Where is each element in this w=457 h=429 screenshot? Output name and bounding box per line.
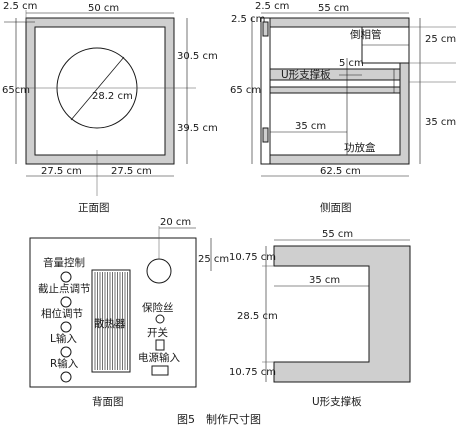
front-upper-label: 30.5 cm — [177, 51, 218, 62]
u-brace-side-label: U形支撑板 — [281, 68, 331, 81]
u-top-arm-label: 10.75 cm — [229, 252, 276, 263]
power-switch[interactable] — [155, 339, 165, 351]
front-width-label: 50 cm — [88, 3, 119, 14]
side-depth-label: 62.5 cm — [320, 166, 361, 177]
side-wall-left-label: 2.5 cm — [231, 14, 265, 25]
front-right-half-label: 27.5 cm — [111, 166, 152, 177]
front-wall-label: 2.5 cm — [3, 1, 37, 12]
front-left-half-label: 27.5 cm — [41, 166, 82, 177]
fuse-label: 保险丝 — [142, 301, 174, 314]
power-input-socket[interactable] — [151, 365, 169, 376]
u-brace-view: 55 cm 35 cm 10.75 cm 28.5 cm 10.75 cm U形… — [229, 229, 411, 408]
front-view-title: 正面图 — [78, 202, 110, 214]
phase-label: 相位调节 — [41, 307, 83, 320]
bass-tube-label: 倒相管 — [350, 28, 382, 41]
back-view: 20 cm 25 cm 音量控制 截止点调节 相位调节 L输入 R输入 散热器 … — [29, 217, 229, 408]
port-hole — [146, 258, 172, 284]
r-input-jack[interactable] — [60, 371, 72, 383]
l-input-jack[interactable] — [60, 346, 72, 358]
side-baffle-slot-top — [262, 21, 269, 37]
cutoff-label: 截止点调节 — [38, 282, 91, 295]
side-inner-label: 35 cm — [295, 121, 326, 132]
hole-height-label: 25 cm — [198, 254, 229, 265]
r-input-label: R输入 — [50, 357, 79, 370]
u-brace-top-arm — [269, 68, 401, 81]
u-bottom-arm-label: 10.75 cm — [229, 367, 276, 378]
front-lower-label: 39.5 cm — [177, 123, 218, 134]
switch-label: 开关 — [147, 326, 168, 339]
u-brace-shape — [273, 245, 411, 383]
gap-label: 5 cm — [339, 58, 364, 69]
front-view: 28.2 cm 50 cm 2.5 cm 65cm 30.5 cm 39.5 c… — [2, 1, 218, 214]
amp-height-label: 35 cm — [425, 117, 456, 128]
l-input-label: L输入 — [50, 332, 77, 345]
fuse-holder[interactable] — [155, 314, 165, 324]
tube-height-label: 25 cm — [425, 34, 456, 45]
phase-knob[interactable] — [60, 321, 72, 333]
diameter-line — [70, 56, 125, 121]
hole-offset-label: 20 cm — [160, 217, 191, 228]
volume-knob[interactable] — [60, 271, 72, 283]
side-baffle-slot-bottom — [262, 127, 269, 143]
u-width-label: 55 cm — [322, 229, 353, 240]
side-view: 倒相管 U形支撑板 5 cm 35 cm 功放盒 2.5 cm 55 cm 2.… — [230, 1, 456, 214]
side-view-title: 侧面图 — [320, 201, 352, 214]
front-height-label: 65cm — [2, 85, 30, 96]
front-diameter-label: 28.2 cm — [92, 91, 133, 102]
amp-box-label: 功放盒 — [344, 141, 376, 154]
power-input-label: 电源输入 — [138, 351, 180, 364]
u-brace-view-title: U形支撑板 — [312, 395, 362, 408]
side-top-width-label: 55 cm — [318, 3, 349, 14]
figure-caption: 图5 制作尺寸图 — [177, 412, 261, 426]
heatsink-label: 散热器 — [94, 317, 126, 330]
u-gap-height-label: 28.5 cm — [237, 311, 278, 322]
side-wall-label: 2.5 cm — [255, 1, 289, 12]
u-brace-bottom-arm — [269, 86, 401, 94]
side-height-label: 65 cm — [230, 85, 261, 96]
volume-label: 音量控制 — [43, 256, 85, 269]
cutoff-knob[interactable] — [60, 296, 72, 308]
heatsink — [91, 269, 131, 373]
back-view-title: 背面图 — [92, 395, 124, 408]
u-inner-label: 35 cm — [309, 275, 340, 286]
heatsink-fins — [94, 272, 128, 370]
